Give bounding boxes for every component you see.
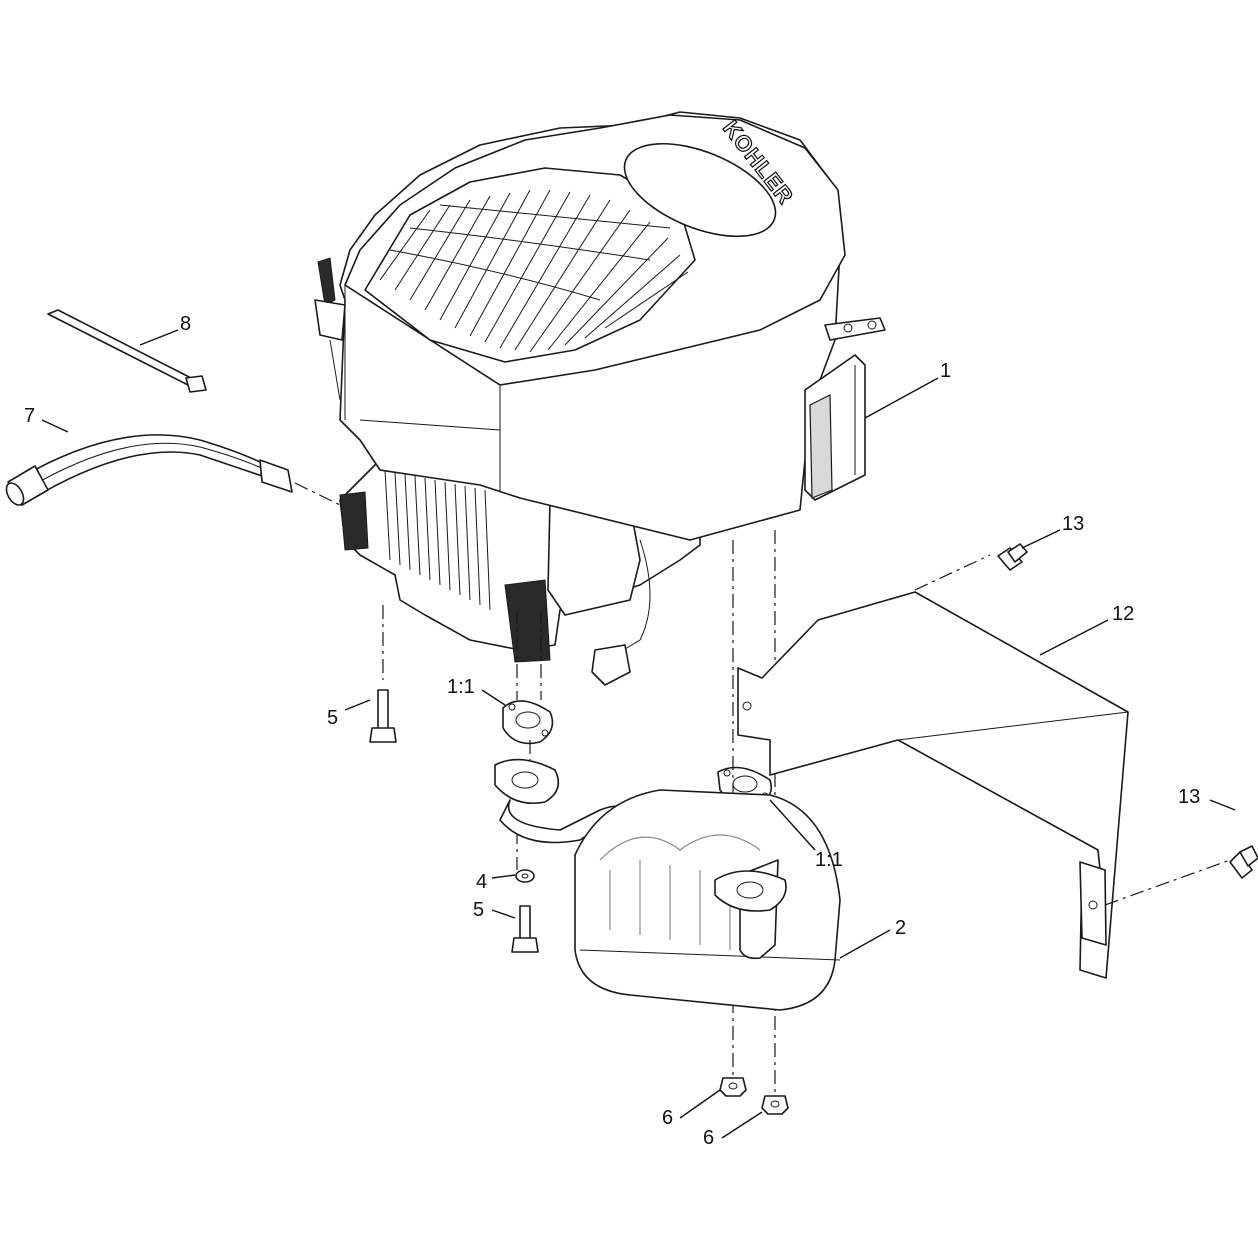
callout-12: 12 [1112, 603, 1134, 625]
heat-shield [737, 554, 1231, 979]
callout-1: 1 [940, 360, 951, 382]
callout-2: 2 [895, 917, 906, 939]
nut-right [761, 1095, 789, 1115]
washer [515, 869, 535, 883]
leader-lines [41, 329, 1236, 1139]
fan-grille [364, 167, 696, 363]
callout-6-right: 6 [703, 1127, 714, 1149]
nut-left [719, 1077, 747, 1097]
cable-tie [47, 309, 207, 393]
bolt-lower [511, 905, 539, 953]
callout-4: 4 [476, 871, 487, 893]
control-box [804, 317, 886, 501]
callout-5-lower: 5 [473, 899, 484, 921]
callout-7: 7 [24, 405, 35, 427]
callout-1-1-lower: 1:1 [815, 849, 843, 871]
screw-lower [1229, 845, 1258, 879]
muffler-assembly [494, 758, 841, 1011]
block-fins [384, 469, 491, 611]
bolt-upper [369, 605, 397, 743]
callout-8: 8 [180, 313, 191, 335]
engine-assembly: KOHLER [314, 111, 886, 686]
callout-13-lower: 13 [1178, 786, 1200, 808]
fuel-hose [5, 434, 341, 506]
callout-13-upper: 13 [1062, 513, 1084, 535]
callout-1-1-upper: 1:1 [447, 676, 475, 698]
callout-6-left: 6 [662, 1107, 673, 1129]
callout-5-upper: 5 [327, 707, 338, 729]
gasket-upper [502, 700, 554, 745]
